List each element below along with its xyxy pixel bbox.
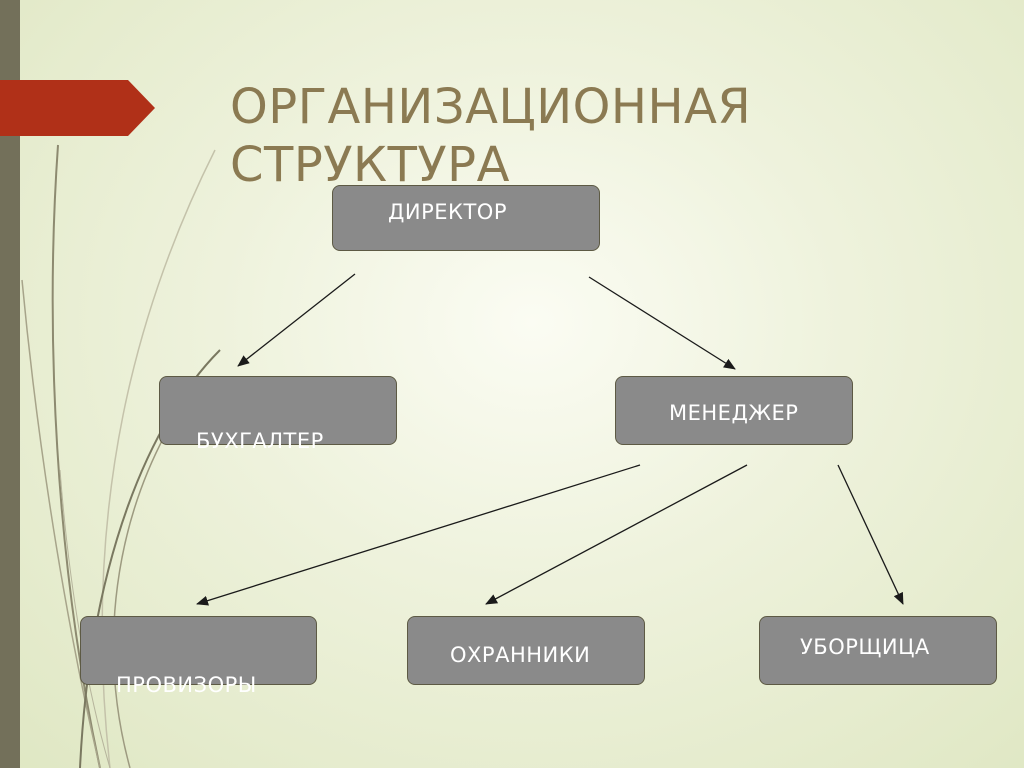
page-title: ОРГАНИЗАЦИОННАЯ СТРУКТУРА <box>230 78 751 194</box>
node-director-label: ДИРЕКТОР <box>388 200 507 224</box>
arrow-director-to-manager <box>588 276 736 370</box>
node-manager: МЕНЕДЖЕР <box>615 376 853 445</box>
arrow-manager-to-cleaner <box>837 464 904 605</box>
node-accountant-label: БУХГАЛТЕР <box>196 429 324 453</box>
node-pharmacists-label: ПРОВИЗОРЫ <box>116 673 257 697</box>
arrow-director-to-accountant <box>237 273 356 367</box>
node-director: ДИРЕКТОР <box>332 185 600 251</box>
node-guards-label: ОХРАННИКИ <box>450 643 591 667</box>
node-manager-label: МЕНЕДЖЕР <box>669 401 799 425</box>
arrow-manager-to-pharmacists <box>196 464 641 606</box>
node-cleaner: УБОРЩИЦА <box>759 616 997 685</box>
arrow-manager-to-guards <box>485 464 748 605</box>
title-line-1: ОРГАНИЗАЦИОННАЯ <box>230 79 752 135</box>
node-guards: ОХРАННИКИ <box>407 616 645 685</box>
left-side-bar <box>0 0 20 768</box>
node-pharmacists: ПРОВИЗОРЫ <box>80 616 317 697</box>
node-accountant: БУХГАЛТЕР <box>159 376 397 453</box>
red-arrow-tab <box>0 80 155 136</box>
node-cleaner-label: УБОРЩИЦА <box>800 635 930 659</box>
title-line-2: СТРУКТУРА <box>230 137 510 193</box>
